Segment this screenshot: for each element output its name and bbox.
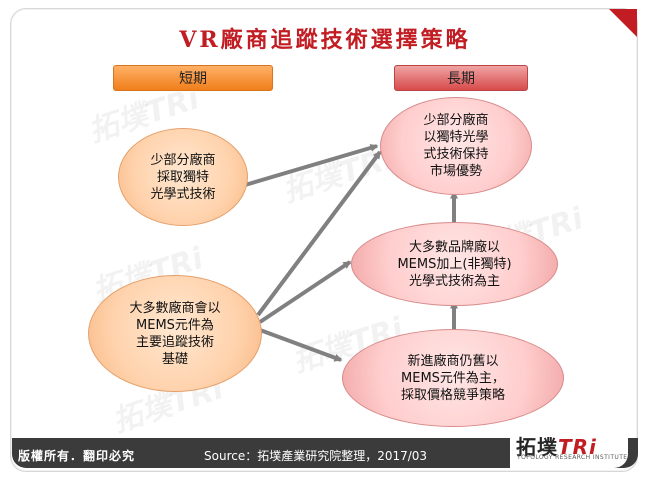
header-long-term: 長期 — [394, 65, 528, 91]
source-text: Source：拓墣產業研究院整理，2017/03 — [204, 449, 428, 463]
arrow-short1-to-longtop — [244, 144, 379, 187]
corner-accent — [609, 9, 637, 37]
node-long-top: 少部分廠商 以獨特光學 式技術保持 市場優勢 — [380, 97, 532, 195]
brand-panel — [510, 428, 628, 468]
header-short-term: 短期 — [113, 65, 273, 91]
brand-logo: 拓墣TRi — [516, 435, 597, 459]
brand-tagline: TOPOLOGY RESEARCH INSTITUTE — [517, 454, 628, 461]
slide-title: VR廠商追蹤技術選擇策略 — [179, 27, 471, 53]
arrow-short2-to-longtop — [256, 150, 382, 317]
node-long-bottom: 新進廠商仍舊以 MEMS元件為主， 採取價格競爭策略 — [342, 329, 564, 427]
node-short-2: 大多數廠商會以 MEMS元件為 主要追蹤技術 基礎 — [88, 275, 262, 392]
node-long-mid: 大多數品牌廠以 MEMS加上(非獨特) 光學式技術為主 — [351, 222, 558, 306]
copyright-text: 版權所有．翻印必究 — [18, 449, 136, 463]
node-short-1: 少部分廠商 採取獨特 光學式技術 — [118, 128, 248, 226]
arrow-short2-to-longbottom — [259, 328, 343, 362]
arrow-short2-to-longmid — [258, 260, 352, 324]
